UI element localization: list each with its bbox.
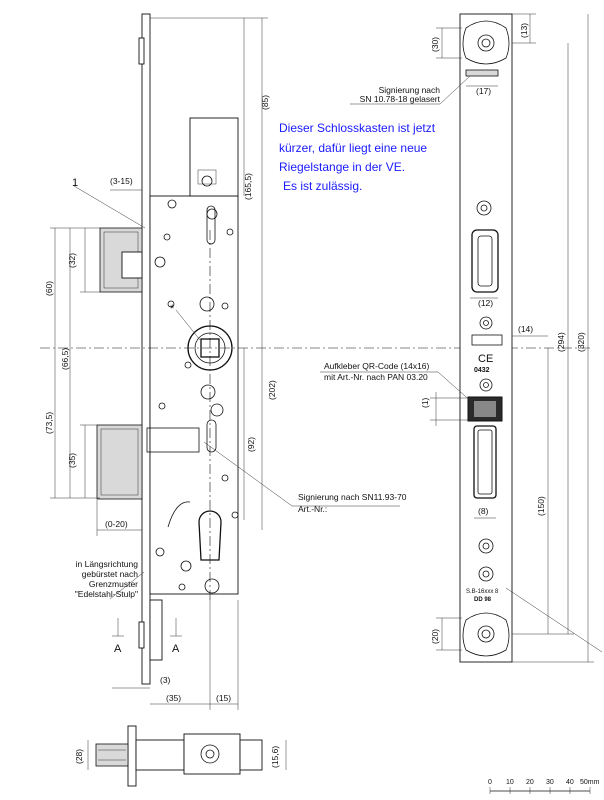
scale-tick-10: 10 — [506, 779, 514, 786]
signierung-laser-2: SN 10.78-18 gelasert — [360, 94, 441, 104]
brushed-note-4: "Edelstahl-Stulp" — [75, 589, 138, 599]
scale-tick-20: 20 — [526, 779, 534, 786]
section-view-bottom: (28) (15,6) — [74, 725, 287, 787]
dim-73-5: (73,5) — [44, 412, 54, 434]
screw-hole — [163, 233, 171, 241]
scale-tick-40: 40 — [566, 779, 574, 786]
slot-vertical — [206, 205, 216, 245]
section-a-left: A — [114, 643, 122, 655]
deadbolt-inner — [100, 428, 139, 496]
dim-294: (294) — [556, 332, 566, 352]
dim-66-5: (66,5) — [60, 348, 70, 370]
dim-150: (150) — [536, 496, 546, 516]
screw-hole — [210, 403, 224, 417]
dim-17: (17) — [476, 86, 491, 96]
brushed-note-3: Grenzmuster — [89, 579, 138, 589]
section-a-right: A — [172, 643, 180, 655]
right-dimensions: (30) (13) (17) (12) (14) (1) (8) (150) (… — [320, 13, 603, 663]
deadbolt-block — [96, 424, 143, 500]
latch-tongue — [121, 251, 143, 279]
screw-hole — [204, 578, 220, 594]
faceplate-outline — [459, 13, 513, 663]
latch-spring — [154, 256, 166, 268]
blue-note-line-4: Es ist zulässig. — [283, 179, 362, 193]
brushed-note-1: in Längsrichtung — [76, 559, 139, 569]
upper-bolt-pin — [201, 175, 213, 187]
dim-13: (13) — [519, 23, 529, 38]
cylinder-cutout — [198, 510, 222, 561]
brushed-note-2: gebürstet nach — [82, 569, 139, 579]
lock-case-body — [149, 195, 239, 595]
dim-0-20: (0-20) — [105, 519, 128, 529]
scale-tick-30: 30 — [546, 779, 554, 786]
upper-bolt-housing — [189, 117, 239, 197]
screw-hole — [200, 384, 216, 400]
dim-15-6: (15,6) — [270, 746, 280, 768]
aufkleber-line-2: mit Art.-Nr. nach PAN 03.20 — [324, 372, 428, 382]
dim-35a: (35) — [67, 453, 77, 468]
screw-hole — [158, 402, 166, 410]
faceplate-tab-top — [138, 37, 145, 65]
screw-hole — [167, 300, 175, 308]
left-dimensions: (3-15) (85) (165,5) (32) (60) (66,5) (73… — [44, 17, 407, 710]
scale-bar: 0 10 20 30 40 50mm — [488, 779, 600, 794]
screw-hole — [178, 583, 186, 591]
dim-92: (92) — [246, 437, 256, 452]
aufkleber-line-1: Aufkleber QR-Code (14x16) — [324, 361, 430, 371]
screw-hole — [167, 199, 177, 209]
signierung-sn-2: Art.-Nr.: — [298, 504, 327, 514]
dim-202: (202) — [267, 380, 277, 400]
stamp-line-2: DD 98 — [474, 597, 492, 603]
faceplate-strip — [141, 13, 151, 685]
upper-bolt-slot — [197, 169, 217, 185]
blue-note-line-2: kürzer, dafür liegt eine neue — [279, 141, 427, 155]
faceplate-tab-bottom — [138, 621, 145, 649]
screw-hole — [184, 361, 192, 369]
screw-hole — [221, 474, 229, 482]
dim-8: (8) — [478, 506, 489, 516]
dim-3-15: (3-15) — [110, 176, 133, 186]
dim-85: (85) — [260, 95, 270, 110]
ce-mark: CE — [478, 353, 493, 365]
signierung-laser-1: Signierung nach — [379, 85, 441, 95]
part-number: 1 — [72, 177, 78, 189]
screw-hole — [231, 511, 239, 519]
dim-20: (20) — [430, 629, 440, 644]
screw-hole — [226, 228, 234, 236]
asterisk-marker: * — [170, 303, 175, 315]
dim-28: (28) — [74, 749, 84, 764]
screw-hole — [155, 547, 165, 557]
dim-35b: (35) — [166, 693, 181, 703]
dim-1: (1) — [420, 397, 430, 408]
slot-vertical — [206, 419, 217, 453]
dim-14: (14) — [518, 324, 533, 334]
faceplate-front-view: CE 0432 S.B-16xxx 8 DD 98 — [459, 13, 513, 663]
dim-3: (3) — [160, 675, 171, 685]
label-field — [146, 427, 200, 453]
lock-case-front-view — [96, 13, 239, 685]
scale-tick-50mm: 50mm — [580, 779, 600, 786]
stamp-line-1: S.B-16xxx 8 — [466, 589, 499, 595]
signierung-sn-1: Signierung nach SN11.93-70 — [298, 492, 407, 502]
lower-faceplate-fixing — [149, 599, 163, 661]
dim-165-5: (165,5) — [243, 173, 253, 200]
screw-hole — [221, 302, 229, 310]
blue-note-line-3: Riegelstange in der VE. — [279, 160, 405, 174]
dim-30: (30) — [430, 37, 440, 52]
dim-32a: (32) — [67, 253, 77, 268]
dim-12: (12) — [478, 298, 493, 308]
blue-note-line-1: Dieser Schlosskasten ist jetzt — [279, 121, 436, 135]
blue-annotation: Dieser Schlosskasten ist jetzt kürzer, d… — [279, 121, 436, 193]
dim-15a: (15) — [216, 693, 231, 703]
lever-slot — [167, 501, 191, 528]
screw-hole — [199, 296, 215, 312]
dim-320: (320) — [576, 332, 586, 352]
ce-number: 0432 — [474, 367, 490, 374]
scale-tick-0: 0 — [488, 779, 492, 786]
dim-60: (60) — [44, 281, 54, 296]
screw-hole — [180, 560, 192, 572]
